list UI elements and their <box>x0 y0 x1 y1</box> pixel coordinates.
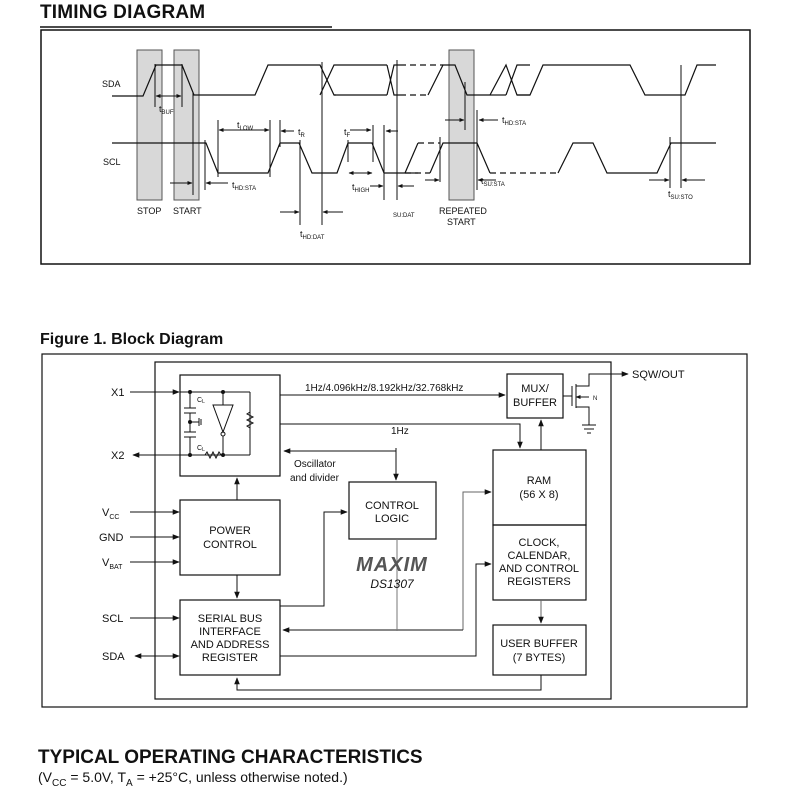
t-buf-label: tBUF <box>159 104 174 116</box>
power-control-block <box>179 499 281 576</box>
user-buffer-line2: (7 BYTES) <box>513 652 566 664</box>
sda-waveform <box>112 63 716 97</box>
sda-signal-label: SDA <box>102 79 121 89</box>
block-diagram-frame <box>41 353 748 708</box>
t-hd-dat-label: tHD:DAT <box>300 229 325 241</box>
serial-bus-line3: AND ADDRESS <box>191 639 270 651</box>
transistor-n-label: N <box>593 396 597 402</box>
t-su-dat-label: SU:DAT <box>393 213 415 219</box>
ram-block <box>492 449 587 526</box>
block-diagram: CL CL X1 X2 VCC GND VBAT SCL SDA POWER C… <box>41 353 748 708</box>
mux-line2: BUFFER <box>513 397 557 409</box>
scl-signal-label: SCL <box>103 157 121 167</box>
serial-bus-block <box>179 599 281 676</box>
user-buffer-line1: USER BUFFER <box>500 638 578 650</box>
stop-condition-box <box>136 49 163 201</box>
start-condition-box <box>173 49 200 201</box>
timing-diagram: SDA SCL <box>40 26 751 265</box>
serial-bus-line2: INTERFACE <box>199 626 261 638</box>
control-logic-block <box>348 481 437 540</box>
t-su-sto-label: tSU:STO <box>668 189 693 201</box>
repeated-start-label-line1: REPEATED <box>439 206 487 216</box>
clock-line1: CLOCK, <box>519 537 560 549</box>
crystal-junctions <box>188 390 225 457</box>
timing-dimension-arrows <box>155 94 705 214</box>
control-logic-line2: LOGIC <box>375 513 409 525</box>
ram-line1: RAM <box>527 475 551 487</box>
t-r-label: tR <box>298 127 306 139</box>
start-label: START <box>173 206 202 216</box>
pin-x1: X1 <box>111 387 124 399</box>
one-hz-label: 1Hz <box>391 426 409 437</box>
t-hd-sta-label-2: tHD:STA <box>502 115 526 127</box>
timing-frame <box>40 29 751 265</box>
ram-line2: (56 X 8) <box>519 489 558 501</box>
clock-line2: CALENDAR, <box>508 550 571 562</box>
timing-diagram-heading: TIMING DIAGRAM <box>40 2 206 23</box>
timing-reference-lines <box>154 60 682 225</box>
frequency-select-label: 1Hz/4.096kHz/8.192kHz/32.768kHz <box>305 383 463 394</box>
pin-sqw-out: SQW/OUT <box>632 369 685 381</box>
t-hd-sta-label: tHD:STA <box>232 180 256 192</box>
clock-line4: REGISTERS <box>507 576 571 588</box>
pin-scl: SCL <box>102 613 123 625</box>
pin-vbat: VBAT <box>102 557 123 571</box>
oscillator-label-line1: Oscillator <box>294 459 336 470</box>
oscillator-block <box>179 374 281 477</box>
internal-connections <box>234 371 629 691</box>
clock-line3: AND CONTROL <box>499 563 579 575</box>
mux-line1: MUX/ <box>521 383 549 395</box>
scl-waveform <box>112 142 716 174</box>
pin-connections <box>130 389 180 659</box>
mux-buffer-block <box>506 373 564 419</box>
pin-sda: SDA <box>102 651 125 663</box>
repeated-start-label-line2: START <box>447 217 476 227</box>
operating-conditions: (VCC = 5.0V, TA = +25°C, unless otherwis… <box>38 769 348 789</box>
serial-bus-line4: REGISTER <box>202 652 258 664</box>
t-su-sta-label: tSU:STA <box>481 176 505 188</box>
t-f-label: tF <box>344 127 351 139</box>
crystal-circuit <box>180 391 255 460</box>
t-low-label: tLOW <box>237 120 254 132</box>
typical-characteristics-heading: TYPICAL OPERATING CHARACTERISTICS <box>38 747 423 768</box>
maxim-logo: MAXIM <box>356 554 428 576</box>
oscillator-label-line2: and divider <box>290 473 340 484</box>
pin-vcc: VCC <box>102 507 119 521</box>
clock-calendar-block <box>492 524 587 601</box>
repeated-start-box <box>448 49 475 201</box>
pin-gnd: GND <box>99 532 124 544</box>
part-number: DS1307 <box>370 577 415 591</box>
stop-label: STOP <box>137 206 161 216</box>
serial-bus-line1: SERIAL BUS <box>198 613 262 625</box>
block-diagram-heading: Figure 1. Block Diagram <box>40 331 224 348</box>
power-control-line2: CONTROL <box>203 539 257 551</box>
user-buffer-block <box>492 624 587 676</box>
cl-top-label: CL <box>197 397 205 405</box>
chip-outline <box>154 361 612 700</box>
control-logic-line1: CONTROL <box>365 500 419 512</box>
t-high-label: tHIGH <box>352 182 370 194</box>
cl-bottom-label: CL <box>197 445 205 453</box>
pin-x2: X2 <box>111 450 124 462</box>
power-control-line1: POWER <box>209 525 251 537</box>
